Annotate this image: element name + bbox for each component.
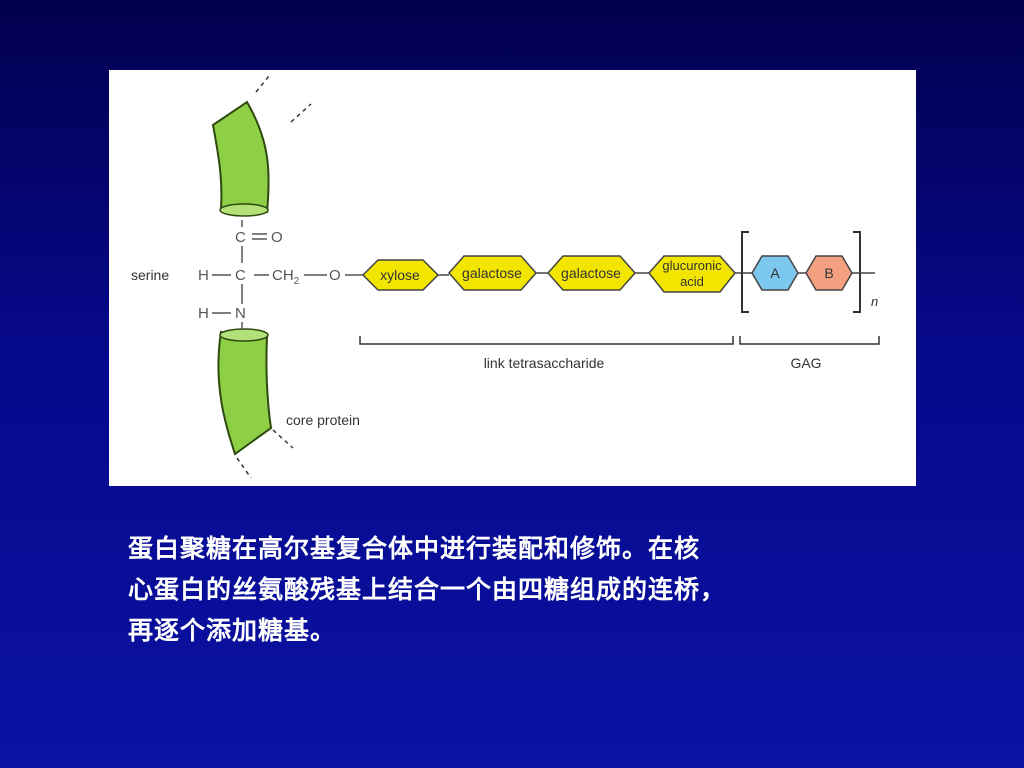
glucuronic-label-line1: glucuronic bbox=[662, 258, 722, 273]
caption-line-3: 再逐个添加糖基。 bbox=[128, 616, 337, 645]
carbonyl-o: O bbox=[271, 229, 283, 246]
h-amine: H bbox=[198, 305, 209, 322]
core-protein-lower-cap bbox=[219, 328, 269, 342]
caption-line-2: 心蛋白的丝氨酸残基上结合一个由四糖组成的连桥， bbox=[128, 575, 727, 604]
carbonyl-c: C bbox=[235, 229, 246, 246]
repeat-bracket-right bbox=[853, 231, 861, 313]
glucuronic-label-line2: acid bbox=[680, 274, 704, 289]
core-protein-lower-segment bbox=[217, 330, 273, 456]
proteoglycan-figure: C O H C CH2 O H N serine core protein xy… bbox=[109, 70, 916, 486]
gag-brace bbox=[739, 336, 880, 345]
h-alpha: H bbox=[198, 267, 209, 284]
link-tetrasaccharide-brace bbox=[359, 336, 734, 345]
galactose-2-label: galactose bbox=[561, 265, 621, 281]
gag-unit-b-label: B bbox=[824, 265, 833, 281]
ch2: CH2 bbox=[272, 267, 300, 287]
upper-dashed-end-right bbox=[290, 103, 312, 123]
proteoglycan-diagram: C O H C CH2 O H N serine core protein xy… bbox=[131, 75, 880, 479]
caption-line-1: 蛋白聚糖在高尔基复合体中进行装配和修饰。在核 bbox=[128, 534, 701, 563]
gag-label: GAG bbox=[790, 355, 821, 371]
lower-dashed-end-left bbox=[236, 457, 252, 479]
n-amine: N bbox=[235, 305, 246, 322]
c-alpha: C bbox=[235, 267, 246, 284]
galactose-1-label: galactose bbox=[462, 265, 522, 281]
link-tetrasaccharide-label: link tetrasaccharide bbox=[484, 355, 605, 371]
serine-structure: C O H C CH2 O H N bbox=[198, 220, 363, 330]
caption-text: 蛋白聚糖在高尔基复合体中进行装配和修饰。在核 心蛋白的丝氨酸残基上结合一个由四糖… bbox=[128, 528, 918, 651]
core-protein-upper-cap bbox=[219, 203, 269, 217]
upper-dashed-end-left bbox=[255, 75, 270, 93]
repeat-n-label: n bbox=[871, 294, 878, 309]
core-protein-label: core protein bbox=[286, 412, 360, 428]
o-link: O bbox=[329, 267, 341, 284]
xylose-label: xylose bbox=[380, 267, 420, 283]
repeat-bracket-left bbox=[741, 231, 749, 313]
serine-label: serine bbox=[131, 267, 169, 283]
gag-unit-a-label: A bbox=[770, 265, 780, 281]
lower-dashed-end-right bbox=[272, 429, 294, 449]
sugar-chain: xylose galactose galactose glucuronic ac… bbox=[361, 231, 878, 313]
core-protein-upper-segment bbox=[211, 100, 270, 214]
